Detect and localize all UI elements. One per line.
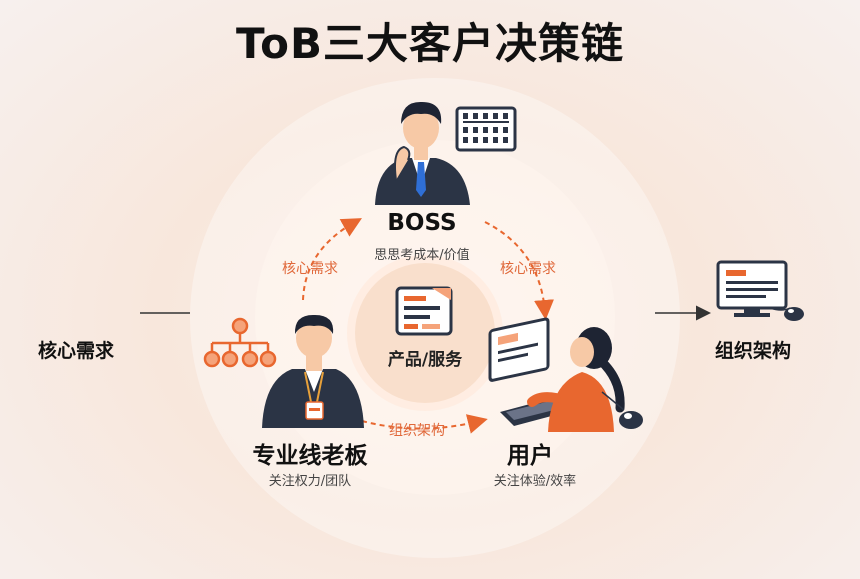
org-chart-icon (203, 317, 277, 368)
page-title: ToB三大客户决策链 (236, 19, 624, 68)
line-manager-figure (262, 314, 364, 428)
arrow-left-up (302, 218, 362, 301)
center-label: 产品/服务 (387, 350, 463, 370)
boss-subtitle: 思思考成本/价值 (374, 248, 470, 263)
arrow-label-right: 核心需求 (500, 261, 556, 277)
abacus-icon (455, 106, 517, 152)
line-manager-subtitle: 关注权力/团队 (268, 474, 352, 489)
user-computer (488, 317, 574, 426)
user-figure (527, 327, 625, 432)
arrow-right-down (484, 221, 554, 320)
user-subtitle: 关注体验/效率 (493, 474, 577, 489)
mouse-icon (601, 391, 643, 429)
line-manager-title: 专业线老板 (252, 443, 368, 469)
arrow-label-bottom: 组织架构 (389, 423, 445, 439)
side-label-right: 组织架构 (715, 340, 792, 362)
side-label-left: 核心需求 (38, 340, 115, 362)
boss-title: BOSS (387, 210, 457, 236)
document-icon (395, 286, 453, 336)
computer-icon (716, 260, 804, 321)
arrow-label-left: 核心需求 (282, 261, 338, 277)
boss-figure (375, 101, 470, 205)
arrow-bottom-right (361, 414, 488, 434)
user-title: 用户 (507, 443, 553, 469)
